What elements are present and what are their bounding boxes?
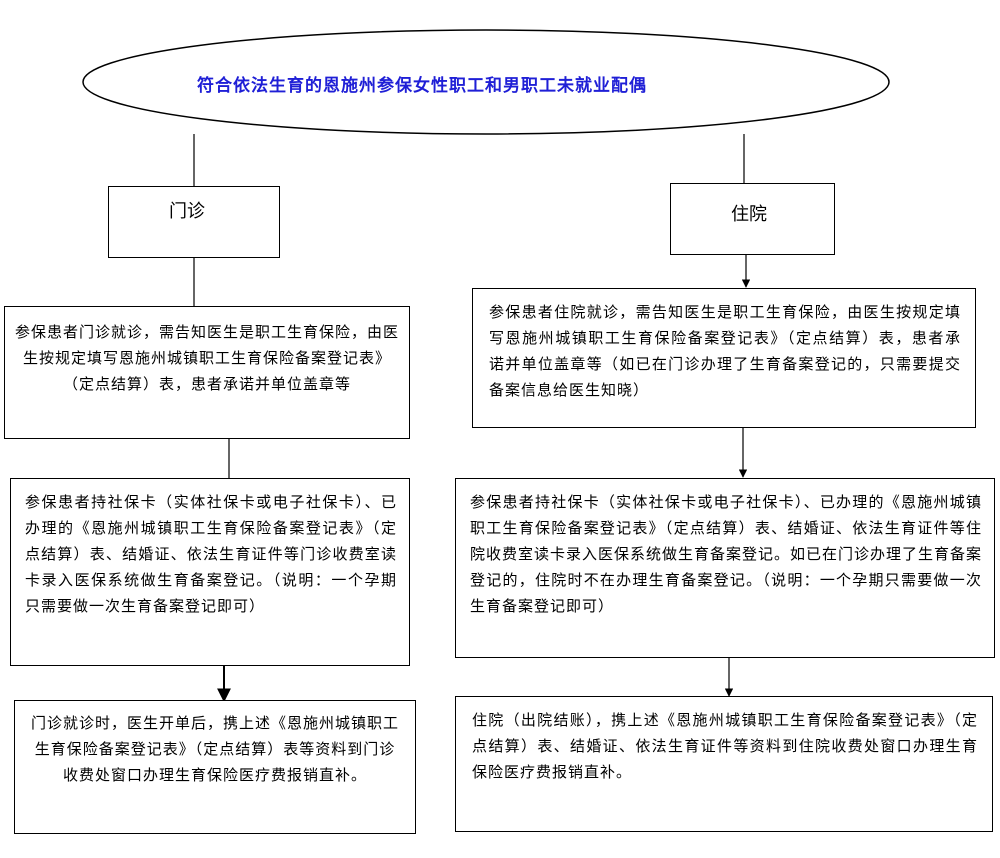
flowchart-title: 符合依法生育的恩施州参保女性职工和男职工未就业配偶 [197,76,647,96]
title-ellipse [82,29,890,135]
inpatient-step1-text: 参保患者住院就诊，需告知医生是职工生育保险，由医生按规定填写恩施州城镇职工生育保… [489,303,961,399]
outpatient-label-box: 门诊 [108,186,280,258]
outpatient-step1-box: 参保患者门诊就诊，需告知医生是职工生育保险，由医生按规定填写恩施州城镇职工生育保… [4,306,410,439]
outpatient-step2-box: 参保患者持社保卡（实体社保卡或电子社保卡）、已办理的《恩施州城镇职工生育保险备案… [10,478,410,666]
inpatient-step2-box: 参保患者持社保卡（实体社保卡或电子社保卡）、已办理的《恩施州城镇职工生育保险备案… [455,478,995,658]
inpatient-step1-box: 参保患者住院就诊，需告知医生是职工生育保险，由医生按规定填写恩施州城镇职工生育保… [472,288,976,428]
inpatient-step3-box: 住院（出院结账），携上述《恩施州城镇职工生育保险备案登记表》（定点结算）表、结婚… [455,696,993,832]
outpatient-step3-text: 门诊就诊时，医生开单后，携上述《恩施州城镇职工生育保险备案登记表》（定点结算）表… [30,714,399,784]
outpatient-label: 门诊 [169,201,205,222]
inpatient-label: 住院 [731,204,767,225]
inpatient-label-box: 住院 [670,183,835,255]
outpatient-step1-text: 参保患者门诊就诊，需告知医生是职工生育保险，由医生按规定填写恩施州城镇职工生育保… [15,323,400,393]
inpatient-step2-text: 参保患者持社保卡（实体社保卡或电子社保卡）、已办理的《恩施州城镇职工生育保险备案… [470,493,983,615]
inpatient-step3-text: 住院（出院结账），携上述《恩施州城镇职工生育保险备案登记表》（定点结算）表、结婚… [472,711,978,781]
outpatient-step2-text: 参保患者持社保卡（实体社保卡或电子社保卡）、已办理的《恩施州城镇职工生育保险备案… [25,493,397,615]
outpatient-step3-box: 门诊就诊时，医生开单后，携上述《恩施州城镇职工生育保险备案登记表》（定点结算）表… [14,700,416,834]
